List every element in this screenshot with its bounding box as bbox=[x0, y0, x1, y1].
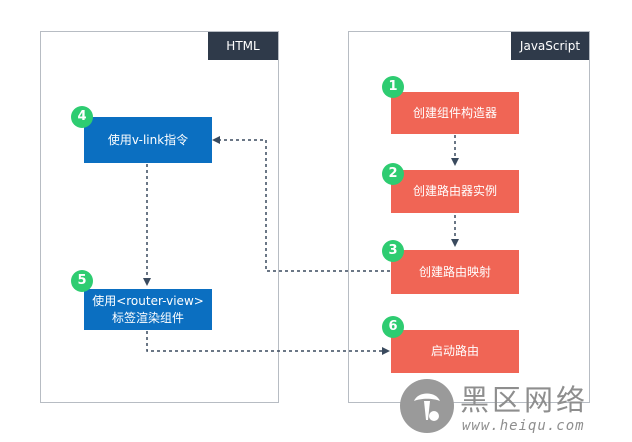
step-label: 创建路由器实例 bbox=[412, 184, 497, 198]
step-box-start-router: 启动路由 bbox=[391, 330, 519, 373]
step-label: 创建路由映射 bbox=[418, 264, 491, 279]
step-box-create-router-instance: 创建路由器实例 bbox=[391, 170, 519, 213]
step-badge-1: 1 bbox=[382, 76, 404, 98]
step-badge-6: 6 bbox=[382, 316, 404, 338]
arrow-step3-to-step4 bbox=[212, 136, 390, 272]
step-label-line1: 使用<router-view> bbox=[92, 293, 204, 308]
step-label: 创建组件构造器 bbox=[412, 105, 497, 120]
watermark-subtitle: www.heiqu.com bbox=[462, 418, 585, 434]
step-badge-4: 4 bbox=[71, 106, 93, 128]
html-panel: HTML bbox=[40, 31, 279, 403]
watermark-title: 黑区网络 bbox=[460, 383, 589, 417]
step-box-use-v-link: 使用v-link指令 bbox=[84, 117, 212, 163]
watermark-logo-icon bbox=[400, 379, 454, 433]
html-panel-tag: HTML bbox=[208, 32, 278, 60]
arrow-step5-to-step6 bbox=[146, 331, 390, 355]
step-box-use-router-view: 使用<router-view> 标签渲染组件 bbox=[84, 289, 212, 330]
watermark: 黑区网络 www.heiqu.com bbox=[400, 377, 628, 439]
step-badge-3: 3 bbox=[382, 240, 404, 262]
step-badge-2: 2 bbox=[382, 163, 404, 185]
step-label-line2: 标签渲染组件 bbox=[111, 310, 184, 325]
step-badge-5: 5 bbox=[71, 270, 93, 292]
step-box-create-component-constructor: 创建组件构造器 bbox=[391, 92, 519, 134]
javascript-panel-tag: JavaScript bbox=[511, 32, 589, 60]
step-label: 启动路由 bbox=[430, 344, 479, 358]
step-box-create-route-mapping: 创建路由映射 bbox=[391, 250, 519, 294]
step-label: 使用v-link指令 bbox=[107, 132, 189, 147]
